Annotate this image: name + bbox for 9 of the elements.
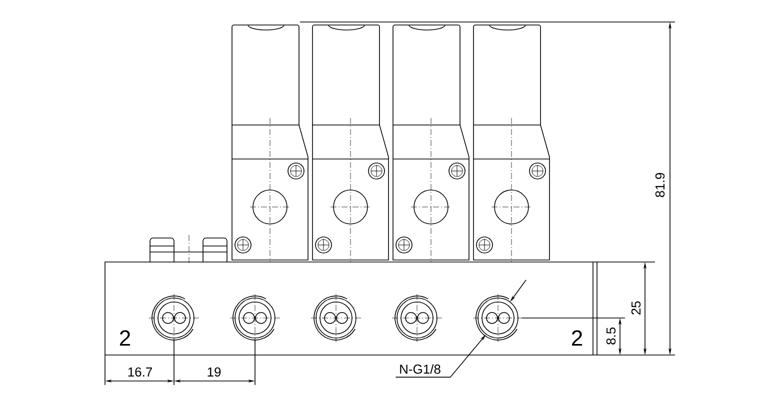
dimension-value: 16.7 xyxy=(128,367,152,377)
port-number: 2 xyxy=(572,330,582,346)
dimension-value: 81.9 xyxy=(655,172,665,198)
dimension-value: 25 xyxy=(631,301,641,315)
dimension-value: 19 xyxy=(208,367,221,377)
port-circle xyxy=(478,298,518,338)
dimension-value: 8.5 xyxy=(606,328,616,344)
leader-text: N-G1/8 xyxy=(400,364,440,374)
port-number: 2 xyxy=(120,330,130,346)
